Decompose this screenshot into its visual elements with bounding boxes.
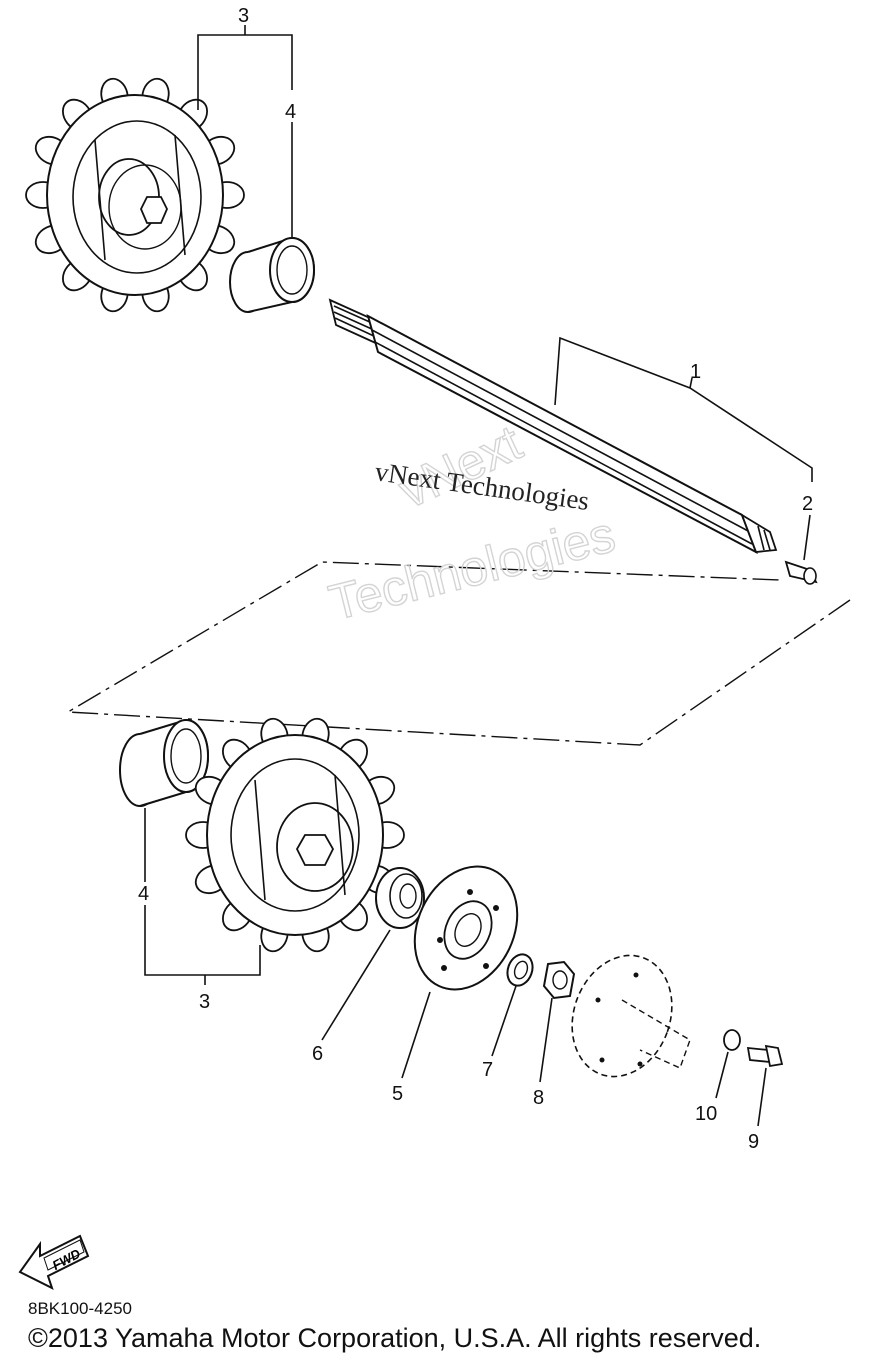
callout-5: 5 (392, 1083, 403, 1105)
diagram-code: 8BK100-4250 (28, 1299, 132, 1318)
housing-flange-icon (571, 954, 691, 1078)
callout-8: 8 (533, 1087, 544, 1109)
spacer-collar-lower-icon (119, 718, 209, 807)
callout-bracket-3-4-top (197, 25, 293, 238)
callout-9: 9 (748, 1131, 759, 1153)
callout-bracket-3-4-bottom (144, 808, 261, 985)
assembly-phantom-frame (65, 561, 851, 746)
callout-7: 7 (482, 1059, 493, 1081)
bearing-flange-plate-icon (401, 865, 519, 1079)
callout-4-bottom: 4 (138, 883, 149, 905)
spacer-collar-upper-icon (229, 236, 315, 313)
watermark-outline-line2: Technologies (324, 506, 621, 631)
ball-bearing-icon (321, 867, 425, 1041)
callout-3-top: 3 (238, 5, 249, 27)
callout-6: 6 (312, 1043, 323, 1065)
bolt-icon (746, 1044, 784, 1127)
plug-bolt-icon (784, 560, 818, 585)
callout-3-bottom: 3 (199, 991, 210, 1013)
sprocket-upper-icon (25, 77, 245, 313)
sprocket-lower-icon (185, 717, 405, 953)
copyright-notice: ©2013 Yamaha Motor Corporation, U.S.A. A… (28, 1323, 762, 1353)
callout-10: 10 (695, 1103, 717, 1125)
callout-bracket-1 (554, 336, 813, 561)
nut-icon (539, 960, 576, 1083)
callout-2: 2 (802, 493, 813, 515)
drive-shaft-icon (328, 298, 778, 555)
lock-washer-icon (715, 1029, 741, 1099)
washer-icon (491, 953, 534, 1057)
callout-1: 1 (690, 361, 701, 383)
fwd-arrow-icon: FWD (18, 1234, 90, 1290)
callout-4-top: 4 (285, 101, 296, 123)
